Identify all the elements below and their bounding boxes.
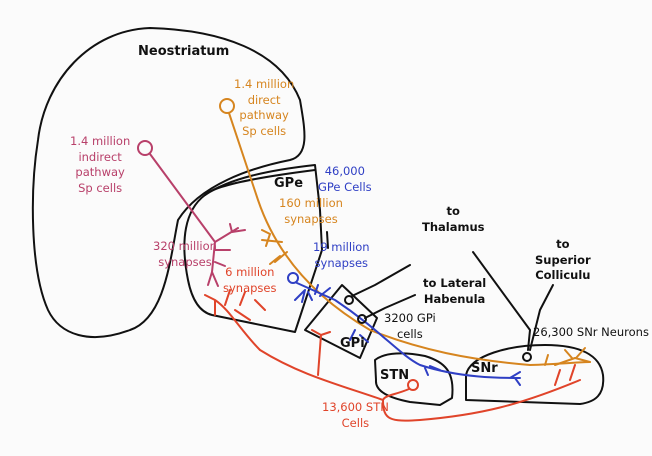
snr-output-terminal	[522, 352, 532, 362]
direct-snr-branches	[544, 347, 591, 366]
to-thalamus-line: to	[446, 204, 460, 218]
to-colliculus-line: to	[556, 237, 570, 251]
gpi-outline	[304, 284, 378, 359]
direct-cells-line: direct	[247, 92, 281, 107]
snr-neurons-label: 26,300 SNr Neurons	[533, 325, 649, 339]
direct-axon	[228, 112, 591, 366]
indirect-axon	[149, 153, 246, 287]
stn-gpe-synapses-line: synapses	[223, 280, 277, 295]
snr-label: SNr	[471, 361, 498, 376]
gpe-cell	[287, 272, 299, 284]
to-lateral-habenula-label: to Lateral Habenula	[423, 276, 486, 307]
to-superior-colliculus-label: to Superior Colliculu	[535, 237, 591, 284]
direct-cells-label: 1.4 million direct pathway Sp cells	[234, 77, 294, 139]
gpe-synapses-line: 19 million	[313, 240, 370, 254]
neostriatum-label: Neostriatum	[138, 44, 230, 59]
indirect-cells-label: 1.4 million indirect pathway Sp cells	[70, 134, 130, 196]
indirect-cells-line: pathway	[75, 165, 125, 179]
gpi-label: GPi	[340, 336, 365, 351]
thalamus-projection	[351, 251, 531, 351]
gpe-label-pointer	[326, 231, 329, 249]
to-thalamus-label: to Thalamus	[422, 204, 485, 235]
direct-gpe-branches	[261, 229, 288, 265]
snr-outline	[465, 344, 605, 405]
direct-synapses-label: 160 million synapses	[279, 196, 343, 227]
stn-outline	[374, 352, 454, 406]
gpe-synapses-line: synapses	[314, 255, 369, 270]
gpe-cells-line: 46,000	[324, 164, 365, 178]
indirect-synapses-line: 320 million	[153, 239, 217, 253]
gpi-output-terminal-1	[344, 295, 354, 305]
stn-gpe-synapses-label: 6 million synapses	[223, 265, 277, 296]
to-colliculus-line: Superior	[535, 252, 591, 267]
gpe-label: GPe	[274, 176, 304, 191]
gpe-inner-outline	[204, 169, 316, 196]
gpe-cells-label: 46,000 GPe Cells	[318, 164, 372, 195]
stn-label: STN	[380, 368, 410, 383]
direct-sp-cell	[219, 98, 235, 114]
stn-cell	[407, 379, 419, 391]
indirect-synapses-line: synapses	[158, 254, 212, 269]
to-habenula-line: to Lateral	[423, 276, 487, 290]
gpi-cells-line: cells	[396, 326, 423, 341]
to-colliculus-line: Colliculu	[535, 268, 591, 282]
direct-cells-line: 1.4 million	[234, 77, 295, 91]
to-habenula-line: Habenula	[423, 291, 486, 306]
indirect-cells-line: indirect	[78, 149, 122, 164]
habenula-projection	[364, 294, 416, 319]
gpi-cells-line: 3200 GPi	[384, 311, 436, 325]
to-thalamus-line: Thalamus	[422, 219, 485, 234]
colliculus-projection	[529, 284, 554, 351]
direct-cells-line: pathway	[239, 108, 289, 122]
gpi-cells-label: 3200 GPi cells	[384, 311, 436, 342]
gpe-synapses-label: 19 million synapses	[313, 240, 370, 271]
stn-cells-line: Cells	[341, 415, 370, 430]
direct-synapses-line: synapses	[284, 211, 338, 226]
indirect-cells-line: 1.4 million	[70, 134, 131, 148]
neostriatum-outline	[31, 27, 306, 338]
direct-cells-line: Sp cells	[242, 123, 287, 138]
indirect-synapses-label: 320 million synapses	[153, 239, 217, 270]
gpi-output-terminal-2	[357, 314, 367, 324]
gpe-outline	[183, 164, 323, 333]
gpe-axon	[294, 282, 521, 386]
direct-synapses-line: 160 million	[279, 196, 343, 210]
stn-axon	[204, 289, 581, 422]
stn-cells-label: 13,600 STN Cells	[322, 400, 389, 431]
gpe-cells-line: GPe Cells	[318, 179, 372, 194]
stn-gpe-synapses-line: 6 million	[225, 265, 275, 279]
indirect-sp-cell	[137, 140, 153, 156]
stn-cells-line: 13,600 STN	[322, 400, 389, 414]
indirect-cells-line: Sp cells	[78, 180, 123, 195]
